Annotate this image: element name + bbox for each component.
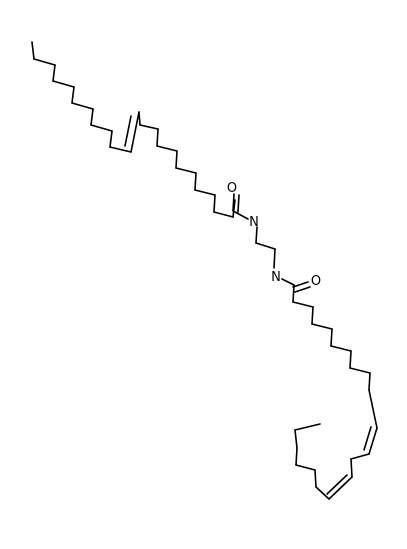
bond (255, 226, 258, 244)
bond (294, 429, 298, 449)
bond (350, 458, 353, 478)
lower-acyl-chain (281, 278, 378, 500)
bond (139, 124, 159, 130)
bond (314, 469, 317, 488)
bond (175, 150, 178, 169)
carbonyl-bond (232, 193, 235, 212)
bond (234, 211, 249, 220)
double-bond-line (363, 426, 372, 451)
bond (315, 486, 330, 500)
bond (213, 194, 216, 213)
bond (368, 389, 378, 429)
bond (109, 146, 132, 153)
bond (213, 211, 234, 218)
bond (292, 284, 295, 303)
bond (330, 345, 352, 352)
bond (71, 102, 94, 110)
bond (109, 130, 113, 148)
bond (368, 427, 378, 455)
carbonyl-bond (292, 281, 309, 288)
bond (295, 447, 298, 466)
double-bond-line (326, 474, 348, 495)
bond (273, 248, 276, 269)
bond (71, 86, 75, 104)
bond (194, 172, 197, 191)
bond (292, 301, 314, 308)
nitrogen-atom-label: N (249, 215, 259, 230)
bond (330, 328, 333, 347)
bond (175, 167, 197, 174)
bond (194, 189, 216, 196)
bond (52, 80, 75, 88)
bond (52, 64, 56, 82)
oxygen-atom-label: O (227, 181, 237, 196)
bond (349, 350, 352, 369)
bond (294, 423, 321, 431)
nitrogen-atom-label: N (271, 270, 281, 285)
bond (311, 323, 333, 330)
bond (328, 476, 353, 500)
bond (31, 41, 35, 60)
bond (156, 128, 159, 147)
carbonyl-bond (237, 194, 240, 213)
bond (311, 306, 314, 325)
bond (33, 58, 56, 66)
bond (349, 367, 371, 374)
bond (130, 111, 140, 153)
upper-acyl-chain (31, 41, 249, 220)
bond (232, 199, 236, 218)
bond (138, 111, 141, 126)
ethylene-linker (255, 226, 276, 269)
oxygen-atom-label: O (311, 274, 321, 289)
bond (156, 145, 178, 152)
bond (295, 464, 316, 471)
bond (90, 108, 94, 126)
carbonyl-bond (294, 286, 311, 293)
double-bond-line (124, 115, 132, 147)
bond (281, 278, 295, 286)
bond (350, 453, 370, 460)
bond (255, 242, 276, 250)
bond (90, 124, 113, 132)
bond (368, 372, 371, 391)
